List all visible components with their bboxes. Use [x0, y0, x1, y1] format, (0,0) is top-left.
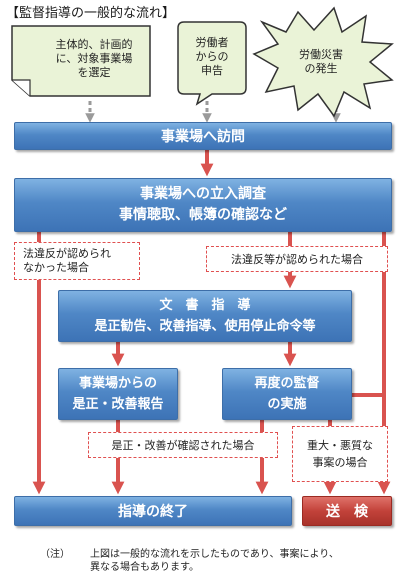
- condition-no-violation: 法違反が認められ なかった場合: [14, 242, 140, 280]
- note-label: （注）: [40, 549, 70, 560]
- step-end: 指導の終了: [14, 496, 292, 526]
- selection-box-shape: [11, 25, 151, 97]
- complaint-bubble-shape: [177, 21, 247, 106]
- step-report: 事業場からの 是正・改善報告: [58, 368, 178, 420]
- condition-serious: 重大・悪質な 事案の場合: [292, 426, 388, 482]
- diagram-title: 【監督指導の一般的な流れ】: [6, 6, 176, 21]
- trigger-selection: 主体的、計画的 に、対象事業場 を選定: [55, 38, 133, 79]
- step-visit: 事業場へ訪問: [14, 122, 392, 150]
- trigger-accident: 労働災害 の発生: [299, 48, 343, 75]
- accident-burst-shape: [252, 6, 394, 118]
- step-guidance: 文 書 指 導 是正勧告、改善指導、使用停止命令等: [58, 290, 352, 342]
- condition-confirmed: 是正・改善が確認された場合: [88, 432, 278, 458]
- step-reinspection: 再度の監督 の実施: [222, 368, 352, 420]
- trigger-complaint: 労働者 からの 申告: [195, 36, 229, 77]
- step-inspection: 事業場への立入調査 事情聴取、帳簿の確認など: [14, 178, 392, 232]
- condition-violation: 法違反等が認められた場合: [206, 246, 388, 272]
- note-text: 上図は一般的な流れを示したものであり、事案により、 異なる場合もあります。: [90, 549, 339, 573]
- step-prosecution: 送 検: [302, 496, 392, 526]
